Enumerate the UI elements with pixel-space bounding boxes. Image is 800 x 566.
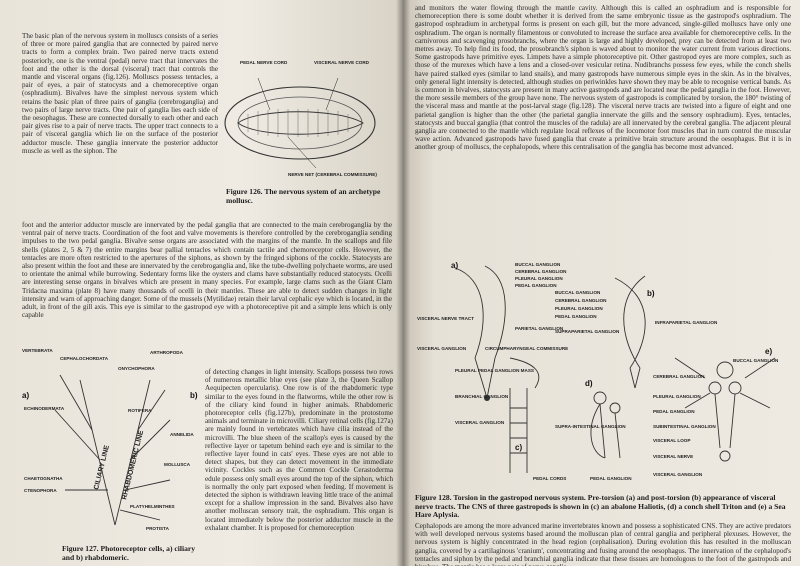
fig128d-pedal: PEDAL GANGLION [590, 476, 632, 481]
fig128b-pedal: PEDAL GANGLION [555, 314, 597, 319]
figure-128-torsion-diagram: a) BUCCAL GANGLION CEREBRAL GANGLION PLE… [417, 261, 779, 481]
fig127-letter-b: b) [190, 391, 198, 400]
book-gutter [396, 0, 410, 566]
fig128a-cerebral: CEREBRAL GANGLION [515, 269, 567, 274]
fig128b-supraparietal: SUPRAPARIETAL GANGLION [555, 329, 620, 334]
fig127-label-annelida: ANNELIDA [170, 432, 194, 437]
fig128e-visceral-nerve: VISCERAL NERVE [653, 454, 693, 459]
fig128e-pedal: PEDAL GANGLION [653, 409, 695, 414]
right-page: and monitors the water flowing through t… [403, 0, 800, 566]
fig128e-visceral-ganglion: VISCERAL GANGLION [653, 472, 703, 477]
fig127-label-rhabdomeric-line: RHABDOMERIC LINE [121, 429, 145, 500]
fig128-letter-b: b) [647, 289, 655, 298]
fig127-label-cephalochordata: CEPHALOCHORDATA [60, 356, 109, 361]
fig128d-supraintestinal: SUPRA-INTESTINAL GANGLION [555, 424, 626, 429]
fig128b-cerebral: CEREBRAL GANGLION [555, 298, 607, 303]
fig128c-pleural-pedal: PLEURAL PEDAL GANGLION MASS [455, 368, 534, 373]
figure-127-caption: Figure 127. Photoreceptor cells, a) cili… [62, 544, 196, 562]
fig128-letter-a: a) [451, 261, 458, 270]
fig127-label-protista: PROTISTA [146, 526, 170, 531]
fig128c-branchial: BRANCHIAL GANGLION [455, 394, 509, 399]
fig127-label-chaetognatha: CHAETOGNATHA [24, 476, 63, 481]
fig128b-pleural: PLEURAL GANGLION [555, 306, 603, 311]
fig128b-infraparietal: INFRAPARIETAL GANGLION [655, 320, 718, 325]
fig126-label-pedal-nerve-cord: PEDAL NERVE CORD [240, 60, 288, 65]
fig128a-pleural: PLEURAL GANGLION [515, 276, 563, 281]
fig127-label-echinodermata: ECHINODERMATA [24, 406, 65, 411]
left-page: The basic plan of the nervous system in … [0, 0, 403, 566]
figure-126-archetype-nervous-system: PEDAL NERVE CORD VISCERAL NERVE CORD NER… [224, 60, 377, 177]
fig128e-cerebral: CEREBRAL GANGLION [653, 374, 705, 379]
fig128e-subintestinal: SUBINTESTINAL GANGLION [653, 424, 716, 429]
left-column-1-text: The basic plan of the nervous system in … [22, 32, 218, 155]
right-top-text: and monitors the water flowing through t… [415, 4, 791, 152]
figure-127-photoreceptor-phylogeny: a) b) VERTEBRATA CEPHALOCHORDATA ARTHROP… [22, 348, 198, 531]
fig127-label-arthropoda: ARTHROPODA [150, 350, 184, 355]
figure-128-caption: Figure 128. Torsion in the gastropod ner… [415, 493, 786, 520]
fig128a-buccal: BUCCAL GANGLION [515, 262, 561, 267]
fig128e-buccal: BUCCAL GANGLION [733, 358, 779, 363]
fig128a-visceral-ganglion: VISCERAL GANGLION [417, 346, 467, 351]
figure-126-caption: Figure 126. The nervous system of an arc… [226, 187, 381, 205]
fig128c-visceral: VISCERAL GANGLION [455, 420, 505, 425]
fig128c-commissure: CIRCUMPHARYNGEAL COMMISSURE [485, 346, 568, 351]
left-full-width-text: foot and the anterior adductor muscle ar… [22, 221, 392, 320]
fig128a-parietal: PARIETAL GANGLION [515, 326, 564, 331]
fig128-letter-e: e) [765, 347, 772, 356]
fig128e-visceral-loop: VISCERAL LOOP [653, 438, 690, 443]
fig127-label-platyhelminthes: PLATYHELMINTHES [130, 504, 175, 509]
fig127-label-vertebrata: VERTEBRATA [22, 348, 53, 353]
fig128a-visceral-tract: VISCERAL NERVE TRACT [417, 316, 474, 321]
fig126-label-nerve-net: NERVE NET (CEREBRAL COMMISSURE) [288, 172, 377, 177]
right-bottom-text: Cephalopods are among the more advanced … [415, 522, 791, 566]
fig127-letter-a: a) [22, 391, 29, 400]
fig127-label-rotifera: ROTIFERA [128, 408, 152, 413]
fig127-label-mollusca: MOLLUSCA [164, 462, 191, 467]
fig128-letter-c: c) [515, 443, 522, 452]
fig128-letter-d: d) [585, 379, 593, 388]
fig127-label-onychophora: ONYCHOPHORA [118, 366, 155, 371]
fig127-label-ctenophora: CTENOPHORA [24, 488, 57, 493]
fig128e-pleural: PLEURAL GANGLION [653, 394, 701, 399]
left-column-2-text: of detecting changes in light intensity.… [205, 368, 393, 532]
fig126-label-visceral-nerve-cord: VISCERAL NERVE CORD [314, 60, 370, 65]
fig128a-pedal: PEDAL GANGLION [515, 283, 557, 288]
fig128c-pedal-cords: PEDAL CORDS [533, 476, 566, 481]
fig128b-buccal: BUCCAL GANGLION [555, 290, 601, 295]
fig127-label-ciliary-line: CILIARY LINE [93, 444, 111, 490]
